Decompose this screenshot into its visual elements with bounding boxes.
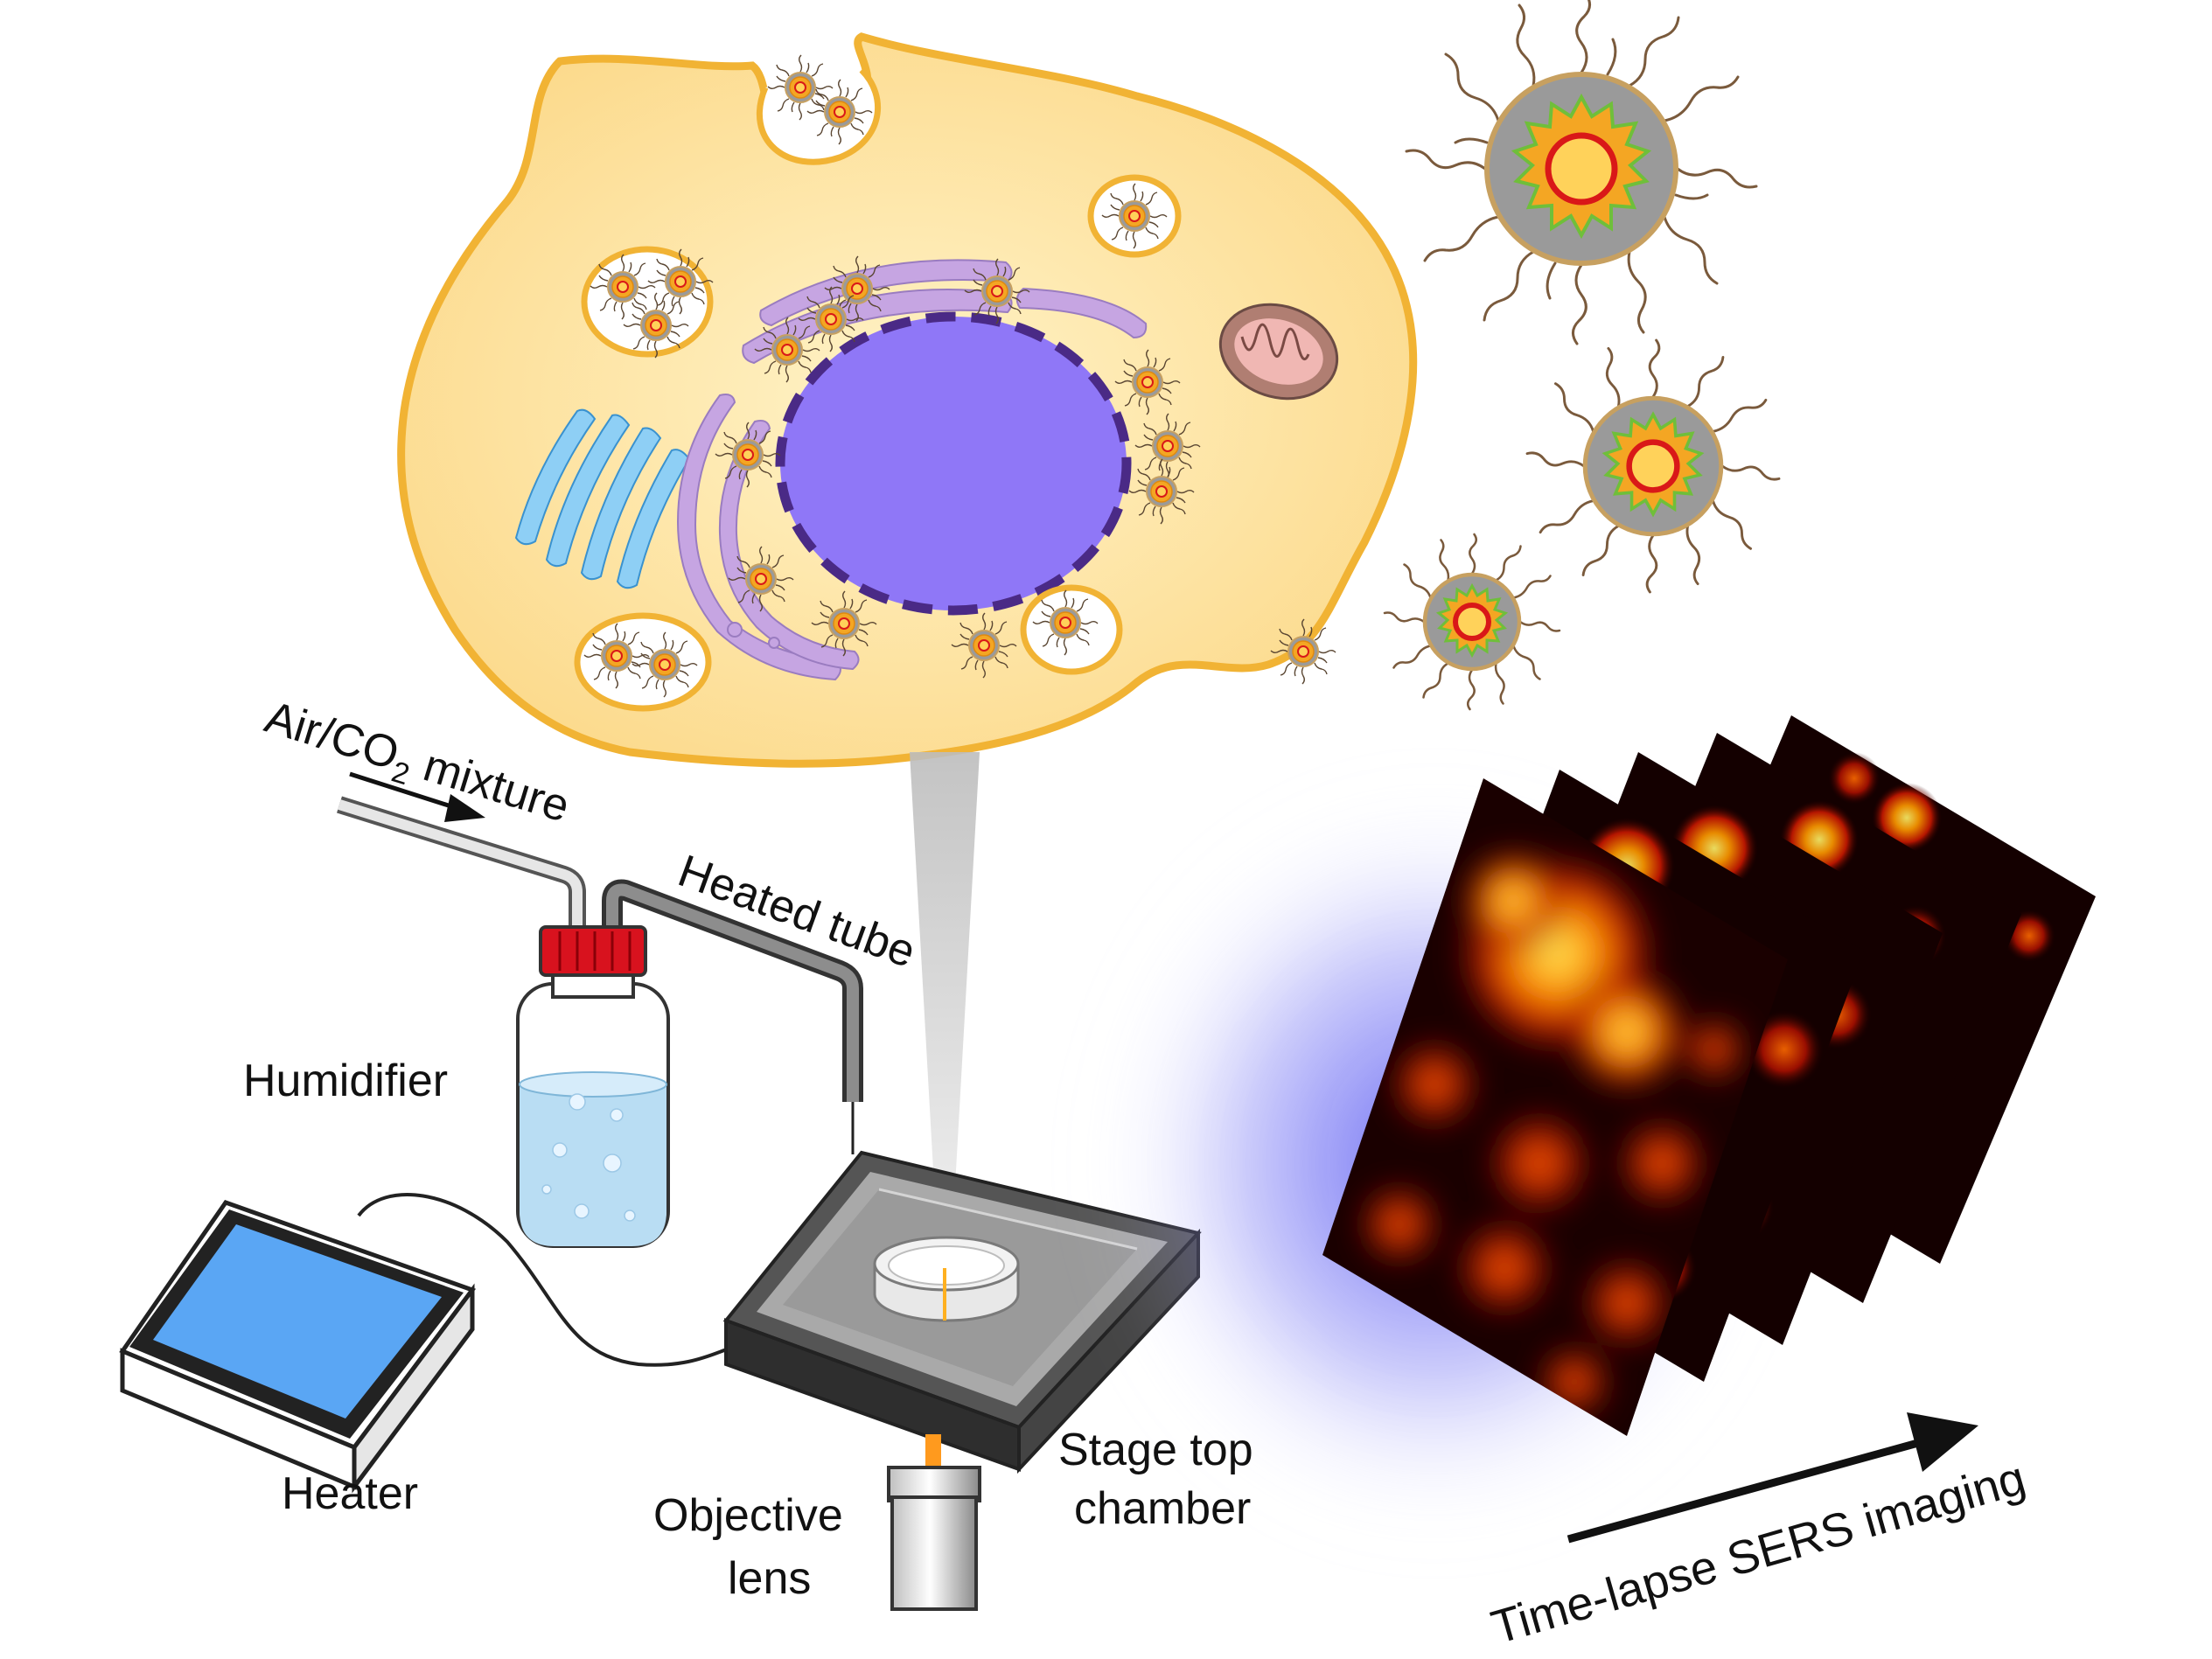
heater-screen xyxy=(153,1224,442,1419)
objective-lens xyxy=(887,1434,981,1611)
heater xyxy=(119,1200,477,1494)
arrow-right-icon xyxy=(349,771,485,822)
bottle-cap xyxy=(539,925,647,977)
humidifier-label: Humidifier xyxy=(243,1056,448,1106)
stage-label-line2: chamber xyxy=(1074,1483,1251,1534)
stage-label-line1: Stage top xyxy=(1058,1425,1253,1475)
sers-frame-1 xyxy=(1322,778,1788,1436)
cell xyxy=(397,32,1418,768)
stage-top-chamber xyxy=(722,1150,1202,1474)
golgi-apparatus xyxy=(514,408,691,589)
heater-label: Heater xyxy=(282,1468,418,1519)
vesicle-left-lower xyxy=(574,612,712,712)
heated-tube xyxy=(602,879,863,1154)
vesicle-top xyxy=(757,54,882,165)
mitochondrion xyxy=(1218,303,1339,401)
sers-image-stack xyxy=(1322,715,2096,1436)
nanoparticle-large xyxy=(1405,0,1758,345)
objective-label-line2: lens xyxy=(728,1553,811,1604)
vesicle-left-upper xyxy=(581,246,714,359)
heater-cable xyxy=(357,1193,736,1367)
nuclear-envelope xyxy=(775,311,1132,616)
objective-label-line1: Objective xyxy=(653,1490,843,1541)
petri-dish xyxy=(873,1236,1020,1322)
nanoparticle-small xyxy=(1383,533,1561,711)
vesicle-bottom xyxy=(1020,584,1123,675)
humidifier-bottle xyxy=(516,925,670,1248)
arrow-right-icon xyxy=(1567,1412,1978,1544)
nucleus xyxy=(780,317,1127,610)
vesicle-right-upper xyxy=(1087,174,1182,258)
laser-beam xyxy=(910,752,980,1294)
nanoparticle-medium xyxy=(1525,338,1781,594)
gas-inlet-tube xyxy=(337,796,586,936)
air-co2-label: Air/CO2 mixture xyxy=(257,692,575,839)
